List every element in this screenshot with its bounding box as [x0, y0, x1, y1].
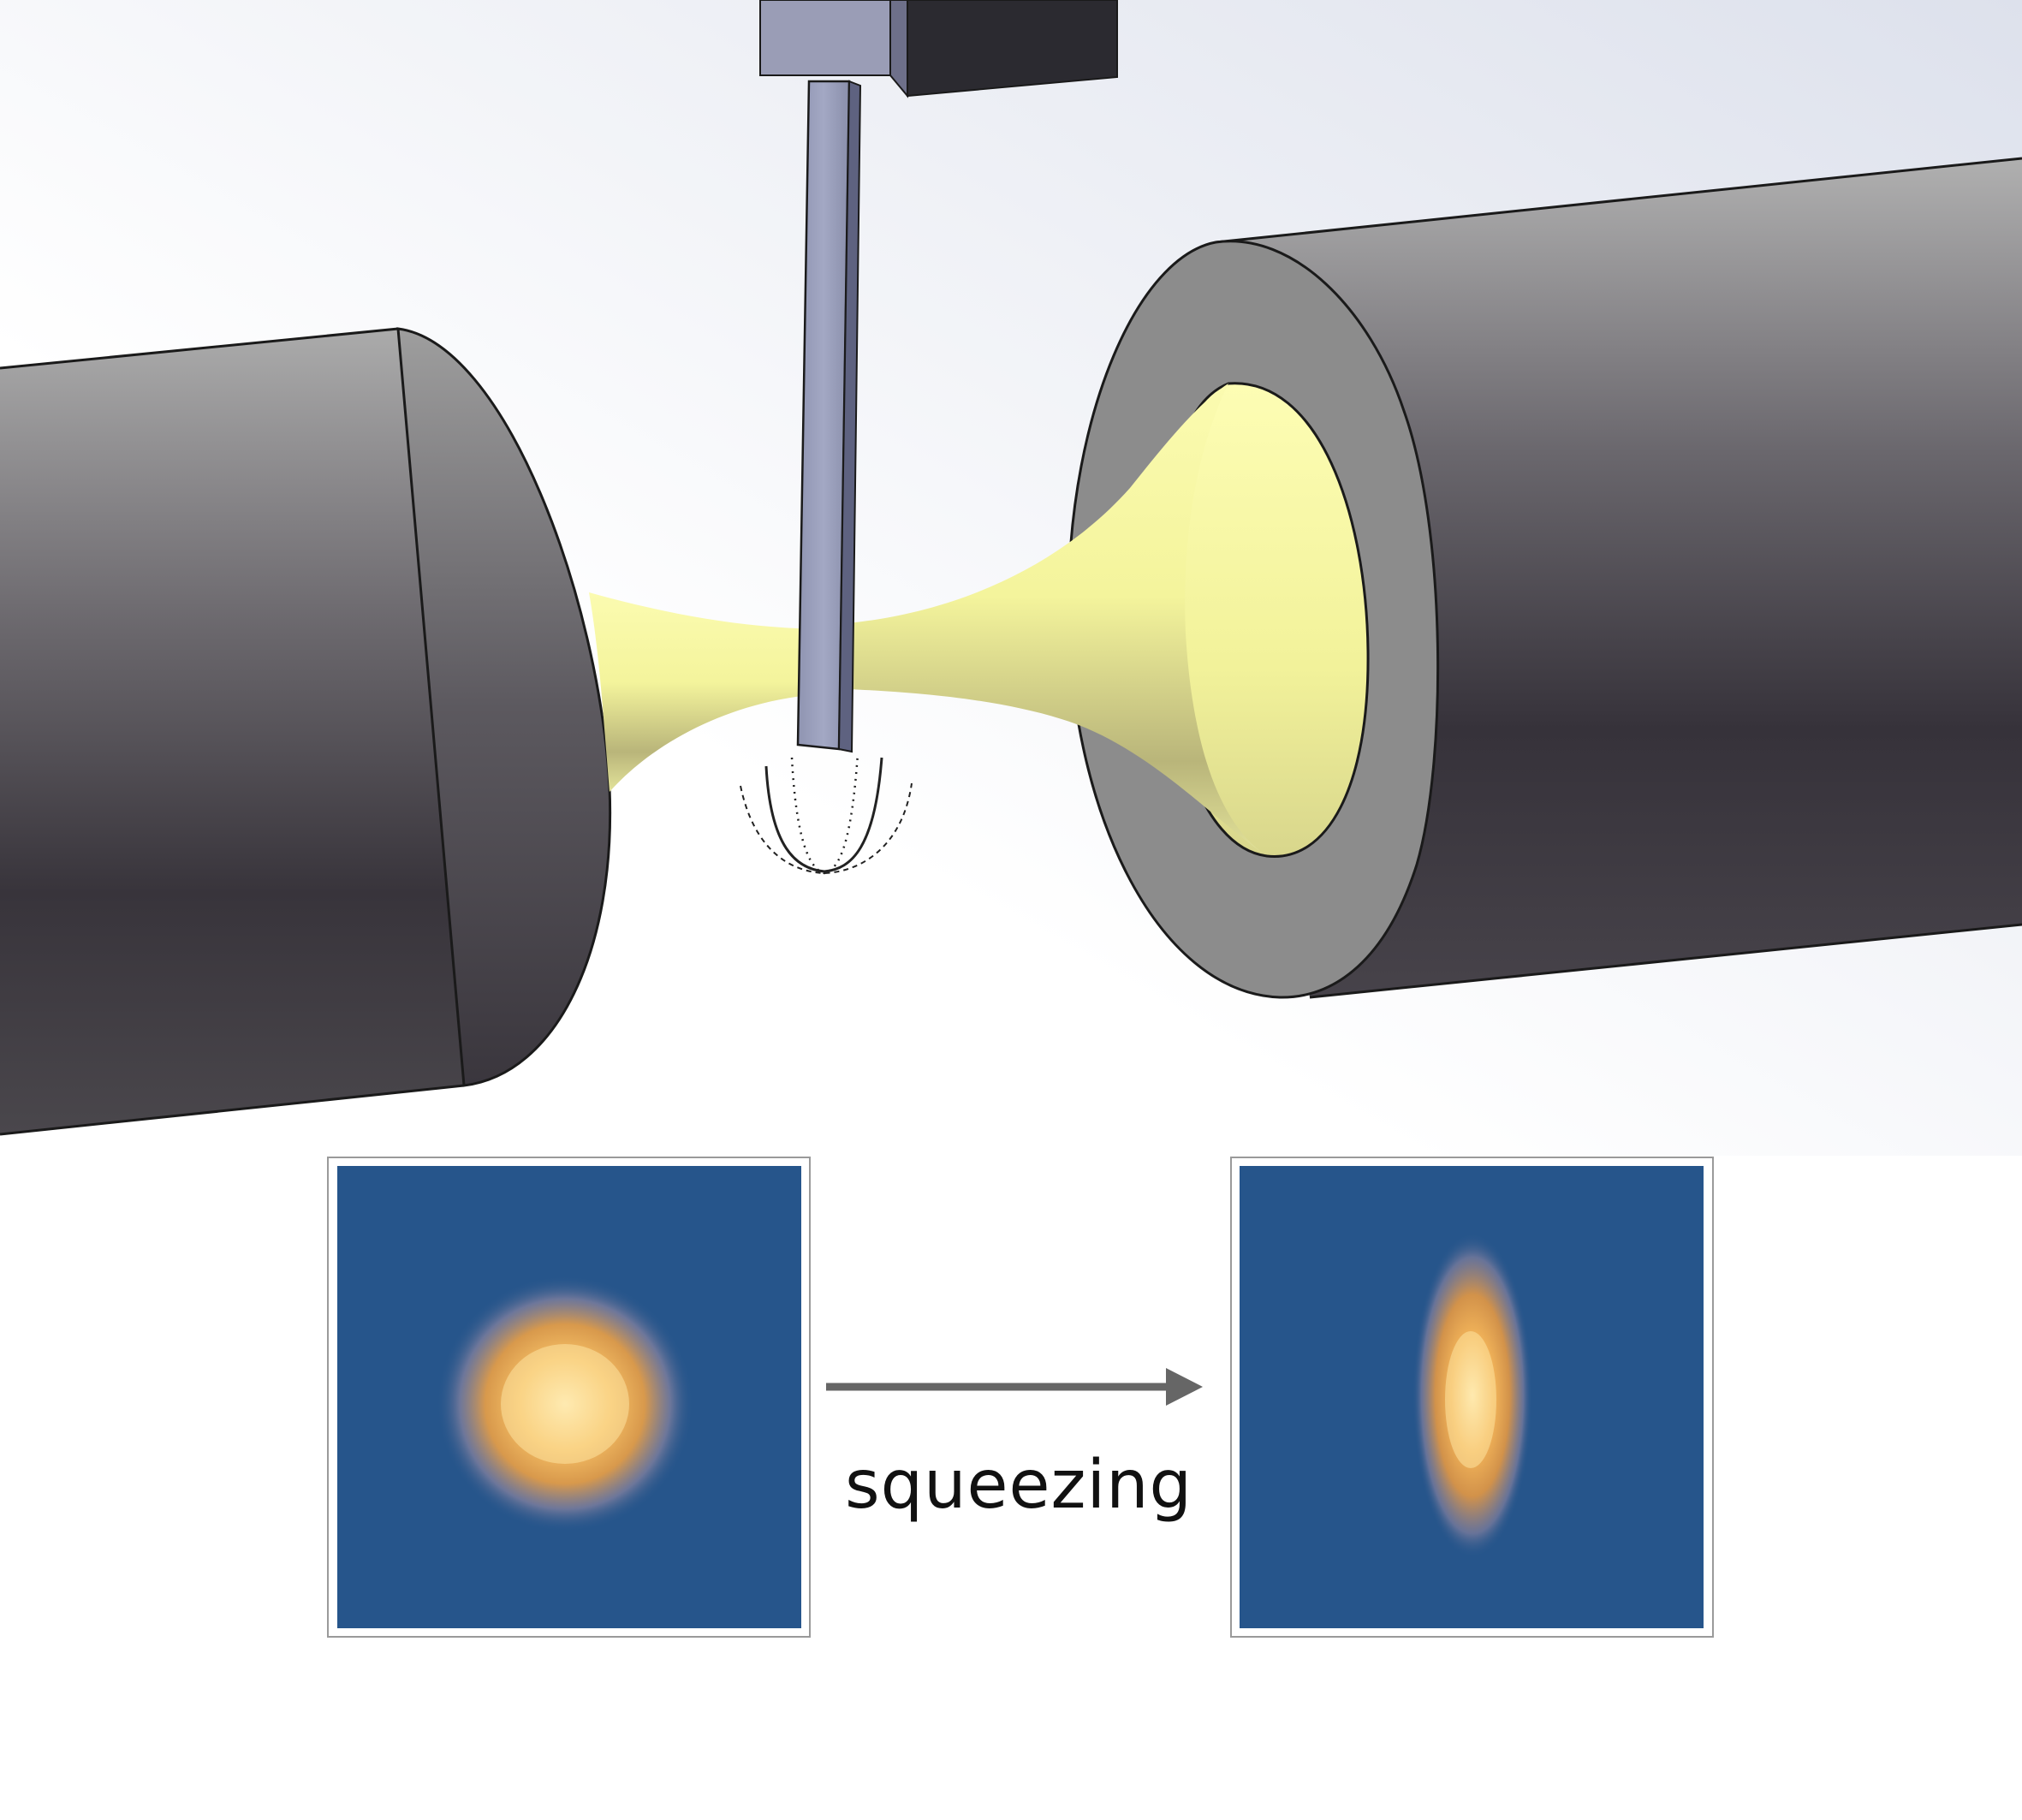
mount-side	[889, 0, 908, 98]
mode-line-dotted	[790, 752, 859, 875]
beam-left-lobe	[589, 592, 837, 792]
squeezing-arrow	[826, 1368, 1203, 1406]
cantilever-side	[837, 80, 862, 753]
cantilever-mount	[759, 0, 1118, 98]
mode-shape-lines	[740, 752, 913, 875]
mode-line-dashed	[740, 782, 913, 875]
arrow-label: squeezing	[844, 1447, 1193, 1524]
right-mirror	[1067, 157, 2022, 999]
panel-before-blob-core	[501, 1344, 629, 1464]
panel-after-blob-core	[1445, 1331, 1496, 1468]
left-mirror-outline	[0, 327, 465, 1136]
cantilever	[796, 80, 862, 753]
panel-before	[327, 1157, 811, 1638]
right-mirror-outline	[1215, 157, 2022, 999]
beam-right-lobe	[847, 384, 1267, 856]
left-mirror	[0, 327, 612, 1136]
panel-after	[1230, 1157, 1714, 1638]
arrow-head	[1166, 1368, 1203, 1406]
mount-front	[759, 0, 908, 76]
cavity-beam	[589, 384, 1267, 856]
left-mirror-body	[0, 329, 464, 1134]
mode-line-solid	[764, 757, 883, 873]
